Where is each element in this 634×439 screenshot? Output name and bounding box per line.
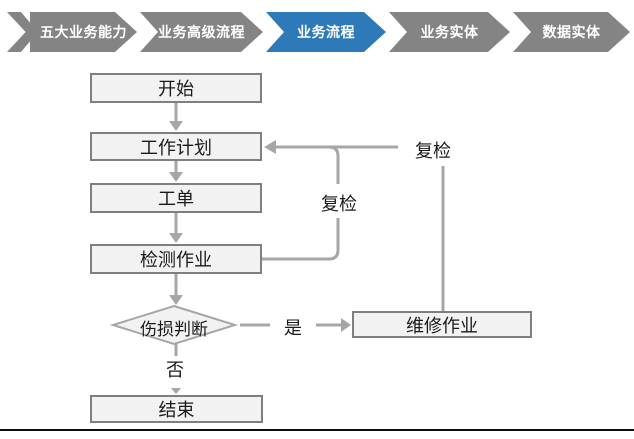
node-label: 开始 [158, 79, 194, 99]
node-work-order: 工单 [90, 183, 262, 213]
arrowhead-down-small-icon [171, 388, 181, 394]
edge-label-yes: 是 [284, 318, 302, 338]
node-work-plan: 工作计划 [90, 132, 262, 161]
edge-label-recheck-inner: 复检 [321, 194, 357, 214]
node-end: 结束 [90, 395, 263, 423]
edge-recheck-inner-lower [262, 218, 340, 261]
arrowhead-down-icon [169, 295, 183, 305]
edge-label-recheck-outer: 复检 [415, 141, 451, 161]
node-label: 工作计划 [140, 137, 212, 158]
nav-item-label: 业务高级流程 [158, 24, 245, 40]
arrowhead-down-icon [169, 172, 183, 182]
arrowhead-left-icon [264, 140, 276, 154]
node-label: 工单 [158, 189, 194, 209]
node-start: 开始 [90, 73, 262, 103]
node-label: 维修作业 [406, 315, 478, 336]
bottom-divider [0, 429, 634, 431]
nav-item-business-advanced-process[interactable]: 业务高级流程 [140, 12, 263, 52]
node-decision-label: 伤损判断 [140, 320, 208, 339]
nav-item-label: 业务流程 [297, 24, 355, 40]
decision-diamond [109, 304, 239, 346]
edge-label-no: 否 [166, 360, 184, 380]
node-label: 结束 [158, 400, 195, 420]
nav-item-business-entity[interactable]: 业务实体 [389, 12, 510, 52]
arrowhead-right-icon [341, 318, 351, 332]
arrowhead-down-icon [169, 233, 183, 243]
breadcrumb: 五大业务能力 业务高级流程 业务流程 业务实体 数据实体 [0, 12, 634, 52]
node-repair: 维修作业 [352, 311, 532, 338]
node-inspection: 检测作业 [90, 244, 262, 274]
nav-item-label: 五大业务能力 [40, 24, 127, 40]
nav-item-label: 数据实体 [542, 24, 601, 40]
node-label: 检测作业 [140, 250, 212, 270]
nav-item-five-business-capabilities[interactable]: 五大业务能力 [30, 12, 137, 52]
nav-item-business-process[interactable]: 业务流程 [266, 12, 386, 52]
arrowhead-down-icon [169, 121, 183, 131]
edge-recheck-inner-upper [328, 145, 340, 184]
nav-item-label: 业务实体 [420, 24, 479, 40]
nav-item-data-entity[interactable]: 数据实体 [513, 12, 630, 52]
